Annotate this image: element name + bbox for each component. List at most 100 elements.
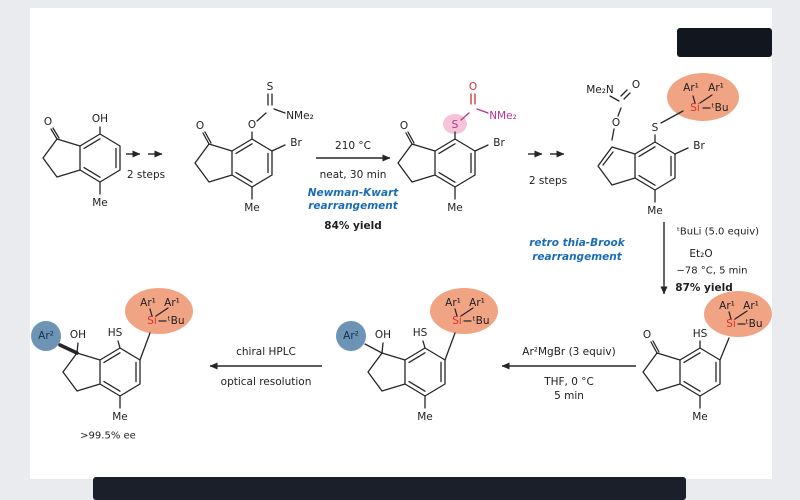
indene-double-bond — [602, 151, 614, 166]
time-label: 5 min — [554, 390, 584, 402]
arrow-two-steps-2: 2 steps — [528, 150, 567, 187]
silicon-bonds — [728, 310, 748, 325]
sulfur-label: S — [652, 122, 659, 134]
structure-3-s-thiocarbamate: O S O NMe₂ Br Me — [397, 81, 517, 214]
solvent-label: THF, 0 °C — [543, 376, 594, 388]
method-label: chiral HPLC — [236, 346, 296, 358]
sulfur-highlight — [443, 114, 467, 134]
carbonyl-oxygen-label: O — [632, 79, 640, 91]
structure-6-tertiary-alcohol: Ar² OH HS Ar¹ Ar¹ Si ᵗBu Me — [336, 288, 498, 423]
thioester-sulfur-label: S — [452, 119, 459, 131]
tbutyl-label: ᵗBu — [746, 318, 763, 330]
rearrangement-name-line2: rearrangement — [532, 251, 622, 263]
aryl2-label: Ar² — [38, 330, 54, 342]
rearrangement-name-line1: retro thia-Brook — [529, 237, 626, 249]
yield-label: 87% yield — [675, 282, 732, 294]
substituent-bonds — [202, 93, 286, 200]
silicon-label: Si — [690, 102, 700, 114]
reagent-label: ᵗBuLi (5.0 equiv) — [677, 227, 759, 238]
methyl-label: Me — [647, 205, 663, 217]
figure-canvas — [30, 8, 772, 479]
tbutyl-label: ᵗBu — [712, 102, 729, 114]
arrow-chiral-hplc: chiral HPLC optical resolution — [209, 346, 322, 388]
silyl-highlight — [667, 73, 739, 121]
aryl1-label-b: Ar¹ — [708, 82, 724, 94]
aryl1-label-b: Ar¹ — [164, 297, 180, 309]
aryl1-label-a: Ar¹ — [683, 82, 699, 94]
ketone-oxygen-label: O — [643, 329, 651, 341]
aryl1-label-a: Ar¹ — [445, 297, 461, 309]
aryl2-label: Ar² — [343, 330, 359, 342]
methyl-label: Me — [112, 411, 128, 423]
methyl-label: Me — [692, 411, 708, 423]
aryl1-label-a: Ar¹ — [140, 297, 156, 309]
silicon-bonds — [454, 307, 474, 322]
overlay-dark-bottom-bar — [93, 477, 686, 500]
arrow-two-steps-1: 2 steps — [126, 150, 165, 181]
hydroxyl-label: OH — [70, 329, 86, 341]
methyl-label: Me — [92, 197, 108, 209]
substituent-bonds — [650, 337, 730, 409]
carbonyl-oxygen-label: O — [469, 81, 477, 93]
ketone-oxygen-label: O — [44, 116, 52, 128]
yield-label: 84% yield — [324, 220, 381, 232]
substituent-bonds — [76, 332, 151, 409]
aryl2-highlight — [31, 321, 61, 351]
bromide-label: Br — [493, 137, 505, 149]
methyl-label: Me — [244, 202, 260, 214]
aryl1-label-a: Ar¹ — [719, 300, 735, 312]
rearrangement-name-line2: rearrangement — [308, 200, 398, 212]
aryl1-label-b: Ar¹ — [469, 297, 485, 309]
silicon-label: Si — [147, 315, 157, 327]
structure-5-thiol-silyl-indanone: O HS Ar¹ Ar¹ Si ᵗBu Me — [642, 291, 772, 423]
conditions-label: neat, 30 min — [320, 169, 387, 181]
stereo-wedge-bond — [58, 343, 79, 355]
ketone-oxygen-label: O — [400, 120, 408, 132]
arrow-newman-kwart: 210 °C neat, 30 min Newman-Kwart rearran… — [308, 140, 400, 232]
thiol-label: HS — [413, 327, 428, 339]
reagent-label: Ar²MgBr (3 equiv) — [522, 346, 615, 358]
silicon-bonds — [692, 94, 713, 109]
methyl-label: Me — [447, 202, 463, 214]
detail-label: optical resolution — [221, 376, 312, 388]
structure-7-enantiopure-product: Ar² OH HS Ar¹ Ar¹ Si ᵗBu Me >99.5% ee — [31, 288, 193, 442]
dimethylamide-label: NMe₂ — [489, 110, 517, 122]
structure-4-silyl-thioether-carbamate: Me₂N O O S Ar¹ Ar¹ Si ᵗBu Br Me — [586, 73, 739, 217]
thiol-label: HS — [108, 327, 123, 339]
silyl-highlight — [125, 288, 193, 334]
carbonyl-double-bond — [470, 93, 476, 105]
silicon-label: Si — [452, 315, 462, 327]
dimethylamide-label: NMe₂ — [286, 110, 314, 122]
bromide-label: Br — [290, 137, 302, 149]
aryl1-label-b: Ar¹ — [743, 300, 759, 312]
silicon-label: Si — [726, 318, 736, 330]
temperature-label: 210 °C — [335, 140, 371, 152]
hydroxyl-label: OH — [92, 113, 108, 125]
sulfur-carbon-bonds — [460, 108, 489, 121]
ee-value-label: >99.5% ee — [80, 431, 136, 442]
hydroxyl-label: OH — [375, 329, 391, 341]
arrow-retro-thia-brook: ᵗBuLi (5.0 equiv) Et₂O −78 °C, 5 min 87%… — [529, 222, 759, 295]
substituent-bonds — [609, 89, 689, 203]
structure-2-thiocarbamate: O O S NMe₂ Br Me — [194, 81, 314, 214]
structure-1-hydroxy-indanone: O OH Me — [42, 113, 121, 209]
thiol-label: HS — [693, 328, 708, 340]
steps-label: 2 steps — [529, 175, 567, 187]
substituent-bonds — [50, 126, 101, 195]
temperature-label: −78 °C, 5 min — [676, 266, 747, 277]
substituent-bonds — [405, 131, 489, 200]
methyl-label: Me — [417, 411, 433, 423]
silicon-bonds — [149, 307, 169, 322]
ester-oxygen-label: O — [612, 117, 620, 129]
tbutyl-label: ᵗBu — [168, 315, 185, 327]
substituent-bonds — [364, 332, 456, 409]
solvent-label: Et₂O — [689, 248, 712, 260]
overlay-dark-top-right — [677, 28, 772, 57]
tbutyl-label: ᵗBu — [473, 315, 490, 327]
dimethylamino-label: Me₂N — [586, 84, 614, 96]
silyl-highlight — [704, 291, 772, 337]
silyl-highlight — [430, 288, 498, 334]
thione-sulfur-label: S — [267, 81, 274, 93]
